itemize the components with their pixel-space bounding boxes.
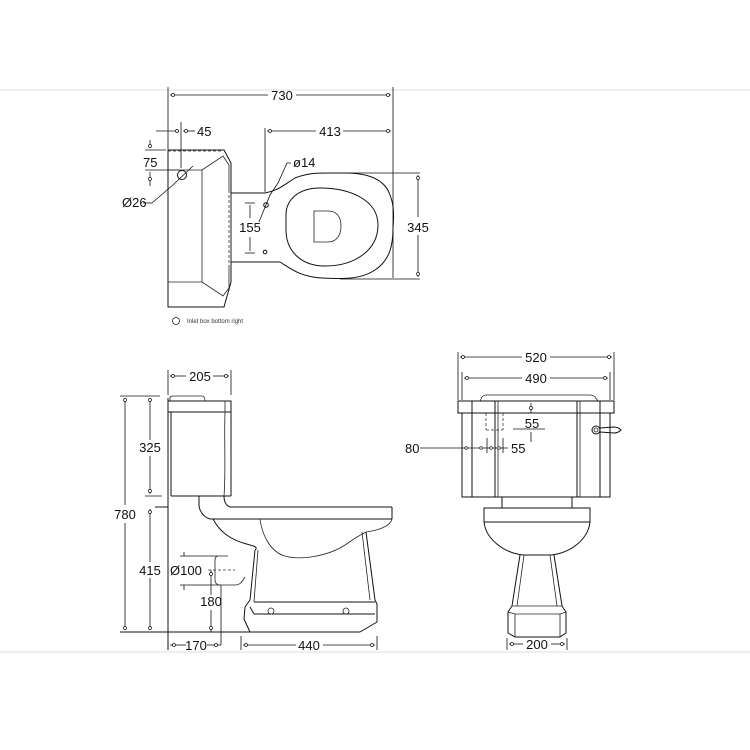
dim-overall-depth: 730 [271, 88, 293, 103]
flush-lever-icon [591, 425, 622, 435]
legend-text: Inlet box bottom right [187, 319, 243, 325]
legend-circle-icon [172, 317, 180, 325]
dim-overall-height: 780 [114, 507, 136, 522]
dim-inlet-from-top: 55 [525, 416, 539, 431]
dim-base-length: 440 [298, 638, 320, 653]
dim-cistern-body-width: 490 [525, 371, 547, 386]
dim-cistern-width: 520 [525, 350, 547, 365]
plan-view: 730 45 413 75 [122, 87, 429, 325]
dim-fixing-hole-diameter: ø14 [293, 155, 315, 170]
dim-pan-width: 345 [407, 220, 429, 235]
dim-cistern-depth: 205 [189, 369, 211, 384]
dim-inlet-offset-side: 45 [197, 124, 211, 139]
dim-fixing-hole-spacing: 155 [239, 220, 261, 235]
dim-cistern-height: 325 [139, 440, 161, 455]
dim-pedestal-width: 200 [526, 637, 548, 652]
front-view: 520 490 55 80 [405, 350, 622, 652]
dim-pan-height: 415 [139, 563, 161, 578]
dim-wall-to-outlet: 170 [185, 638, 207, 653]
dim-inlet-width: 55 [511, 441, 525, 456]
dim-outlet-height: 180 [200, 594, 222, 609]
legend: Inlet box bottom right [172, 317, 243, 325]
dim-pan-front-to-hole: 413 [319, 124, 341, 139]
dim-inlet-offset-back: 75 [143, 155, 157, 170]
dim-inlet-diameter: Ø26 [122, 195, 147, 210]
side-view: 205 [114, 369, 393, 653]
dim-outlet-diameter: Ø100 [170, 563, 202, 578]
dim-inlet-from-side: 80 [405, 441, 419, 456]
